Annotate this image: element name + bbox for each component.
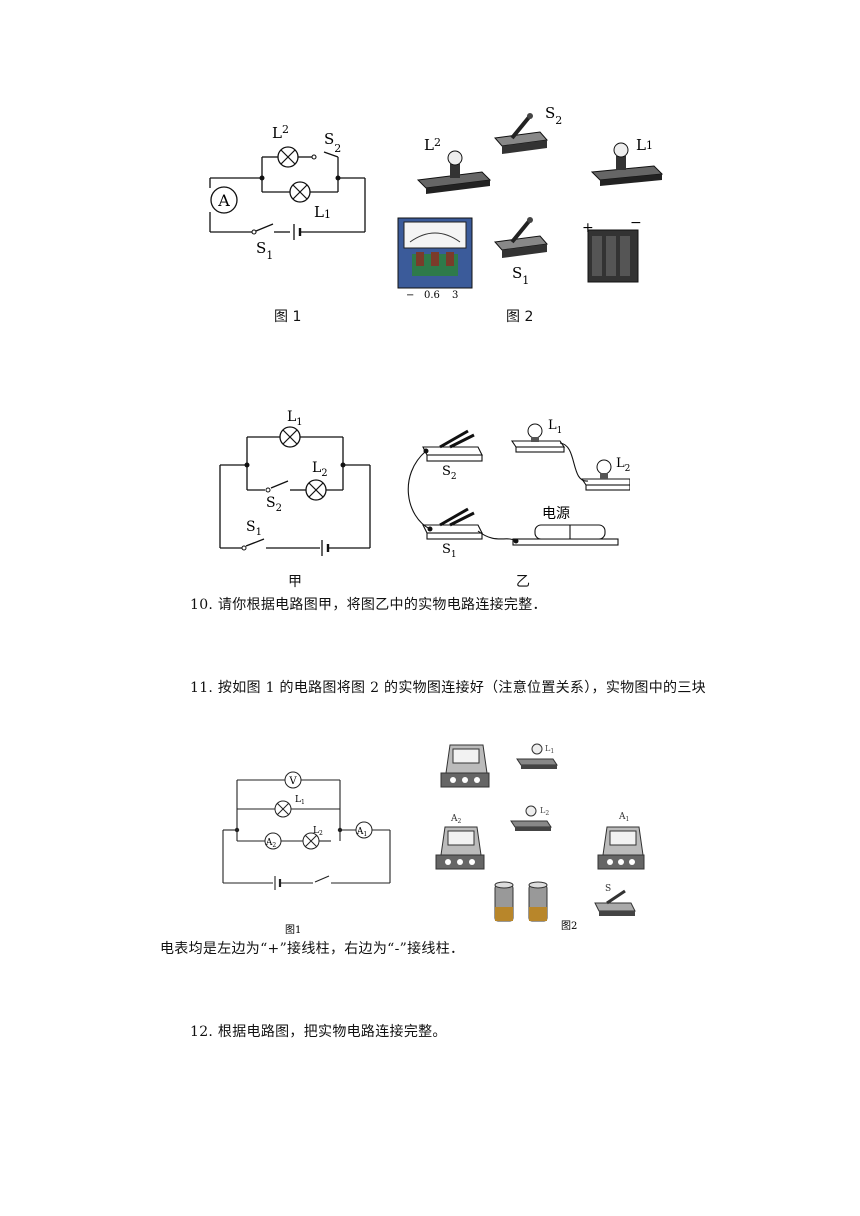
switch-s1-contact-icon xyxy=(251,229,257,235)
lamp-l1-symbol-icon xyxy=(279,426,301,448)
caption-fig-a-2: 图 2 xyxy=(506,309,534,325)
lamp-l2-symbol-icon xyxy=(302,832,320,850)
label-l1: L1 xyxy=(295,795,305,806)
photo-label-s2: S2 xyxy=(545,104,562,127)
switch-s-photo-icon xyxy=(594,889,636,916)
photo-label-s1: S1 xyxy=(512,264,529,287)
label-s2: S2 xyxy=(324,130,341,155)
terminal-icon xyxy=(427,526,433,532)
circuit-diagram-1 xyxy=(209,151,366,240)
figure-a-drawing: A L2 S2 L1 S1 xyxy=(209,104,664,301)
photo-label-s1: S1 xyxy=(442,542,457,560)
bulb-l2-photo-icon xyxy=(510,805,552,831)
caption-fig-c-2: 图2 xyxy=(561,920,577,932)
label-s1: S1 xyxy=(246,519,262,538)
bulb-l1-photo-icon xyxy=(590,142,664,186)
photo-label-l2: L2 xyxy=(616,456,630,474)
ammeter-photo-icon xyxy=(397,217,473,289)
bulb-l2-icon xyxy=(596,459,612,475)
voltmeter-symbol-icon xyxy=(284,771,302,789)
meter-top-left-photo-icon xyxy=(440,744,490,788)
bulb-l1-photo-icon xyxy=(516,743,558,769)
battery-photo-icon xyxy=(587,229,639,283)
figure-c: V A2 A1 L1 L2 图1 xyxy=(215,735,645,940)
physical-parts-c: L1 A2 L2 A1 xyxy=(435,743,645,932)
photo-label-s2: S2 xyxy=(442,464,457,482)
ammeter-letter: A xyxy=(217,191,230,210)
photo-label-l1: L1 xyxy=(545,744,554,755)
ammeter-symbol-icon xyxy=(210,186,238,214)
label-l2: L2 xyxy=(312,460,328,479)
label-s2: S2 xyxy=(266,495,282,514)
circuit-diagram-jia xyxy=(219,436,371,556)
junction-dot-icon xyxy=(259,175,265,181)
voltmeter-letter: V xyxy=(288,776,297,787)
photo-label-a1: A1 xyxy=(618,812,629,823)
photo-label-l2: L2 xyxy=(424,136,441,154)
junction-dot-icon xyxy=(244,462,250,468)
junction-dot-icon xyxy=(335,175,341,181)
label-l2: L2 xyxy=(313,826,323,837)
switch-s1-contact-icon xyxy=(241,545,247,551)
lamp-l2-symbol-icon xyxy=(277,146,299,168)
physical-drawing-yi-icons: S2 S1 L1 L2 电源 xyxy=(423,418,630,560)
meter-a1-photo-icon xyxy=(597,826,645,870)
circuit-diagram-c-parts: V A2 A1 L1 L2 图1 xyxy=(234,771,373,936)
label-l1: L1 xyxy=(287,409,303,428)
lamp-l2-symbol-icon xyxy=(305,479,327,501)
battery-minus-label: − xyxy=(630,215,642,231)
physical-drawing-yi xyxy=(407,429,631,546)
meter-a2-photo-icon xyxy=(435,826,485,870)
ammeter-3-terminal: 3 xyxy=(452,290,458,301)
battery-plus-label: + xyxy=(582,220,594,236)
junction-dot-icon xyxy=(340,462,346,468)
question-12: 12. 根据电路图，把实物电路连接完整。 xyxy=(190,1024,447,1040)
figure-b: L1 L2 S2 S1 xyxy=(210,405,631,590)
figure-a: A L2 S2 L1 S1 xyxy=(190,100,680,330)
label-s1: S1 xyxy=(256,239,273,262)
question-11-continuation: 电表均是左边为“+”接线柱，右边为“-”接线柱． xyxy=(160,941,465,957)
ammeter-minus-terminal: − xyxy=(406,290,414,301)
ammeter-a1-symbol-icon xyxy=(355,821,373,839)
battery-cells-photo-icon xyxy=(494,881,548,922)
figure-c-drawing: V A2 A1 L1 L2 图1 xyxy=(222,743,645,936)
photo-label-l1: L1 xyxy=(636,136,653,154)
ammeter-a2-letter: A2 xyxy=(265,838,277,849)
photo-label-a2: A2 xyxy=(450,814,462,825)
circuit-diagram-1-parts: A L2 S2 L1 S1 xyxy=(210,123,341,262)
label-l1: L1 xyxy=(314,203,331,221)
question-10: 10. 请你根据电路图甲，将图乙中的实物电路连接完整． xyxy=(190,597,547,613)
switch-s2-contact-icon xyxy=(265,487,271,493)
bulb-l1-icon xyxy=(527,423,543,439)
power-source-label: 电源 xyxy=(542,506,570,522)
photo-label-l2: L2 xyxy=(540,806,549,817)
bulb-l1-socket-icon xyxy=(531,437,539,442)
bulb-l2-photo-icon xyxy=(416,150,492,194)
switch-s2-photo-icon xyxy=(494,113,548,154)
terminal-icon xyxy=(513,538,519,544)
photo-label-l1: L1 xyxy=(548,418,562,436)
bulb-l2-socket-icon xyxy=(600,473,608,479)
lamp-l1-symbol-icon xyxy=(274,800,292,818)
circuit-diagram-jia-parts: L1 L2 S2 S1 xyxy=(241,409,346,551)
switch-s1-photo-icon xyxy=(494,217,548,258)
junction-dot-icon xyxy=(337,827,343,833)
ammeter-06-terminal: 0.6 xyxy=(424,290,440,301)
ammeter-a1-letter: A1 xyxy=(356,827,367,838)
lamp-l1-symbol-icon xyxy=(289,181,311,203)
label-l2: L2 xyxy=(272,123,289,142)
junction-dot-icon xyxy=(234,827,240,833)
terminal-icon xyxy=(423,448,429,454)
physical-parts-photo-2: L2 S2 L1 xyxy=(397,104,664,301)
question-11: 11. 按如图 1 的电路图将图 2 的实物图连接好（注意位置关系），实物图中的… xyxy=(190,680,706,696)
caption-fig-b-yi: 乙 xyxy=(516,574,530,590)
caption-fig-c-1: 图1 xyxy=(285,924,301,936)
figure-b-drawing: L1 L2 S2 S1 xyxy=(219,409,631,560)
caption-fig-a-1: 图 1 xyxy=(274,309,302,325)
switch-s2-contact-icon xyxy=(311,154,317,160)
photo-label-s: S xyxy=(605,884,611,894)
caption-fig-b-jia: 甲 xyxy=(288,574,302,590)
ammeter-a2-symbol-icon xyxy=(264,832,282,850)
